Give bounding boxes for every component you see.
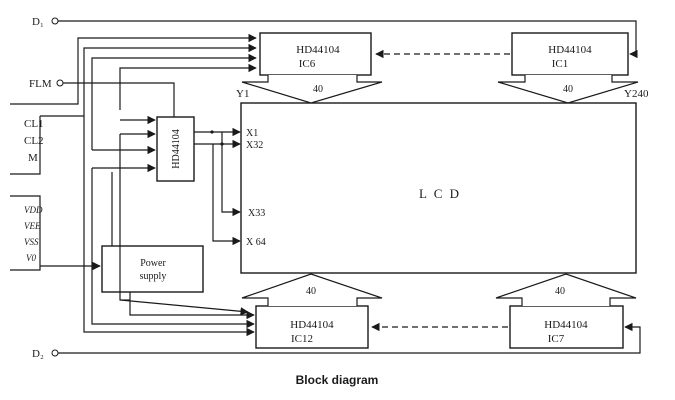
- power-supply-line1: Power: [140, 258, 166, 269]
- row-label-x33: X33: [248, 208, 265, 219]
- chip-ic6-ref: IC6: [299, 58, 316, 70]
- bus-bottom-left-label: 40: [306, 286, 316, 297]
- chip-ic12-part: HD44104: [290, 319, 334, 331]
- wiring: [10, 20, 641, 354]
- bus-bottom-right: 40: [495, 273, 637, 306]
- row-label-x32: X32: [246, 140, 263, 151]
- bus-bottom-left: 40: [241, 273, 383, 306]
- chip-ic12: HD44104 IC12: [255, 305, 369, 349]
- chip-ic7-part: HD44104: [544, 319, 588, 331]
- chip-ic7-ref: IC7: [548, 333, 565, 345]
- signal-cl2: CL2: [24, 135, 44, 147]
- chip-ic1-ref: IC1: [552, 58, 569, 70]
- lcd-corner-y240: Y240: [624, 88, 649, 100]
- bus-top-left-label: 40: [313, 84, 323, 95]
- bus-top-right: 40: [497, 75, 639, 104]
- chip-ic7: HD44104 IC7: [509, 305, 624, 349]
- signal-v0: V0: [26, 253, 36, 263]
- row-outputs: X1 X32 X33 X 64: [194, 127, 266, 248]
- power-supply-line2: supply: [140, 271, 167, 282]
- power-supply-block: Power supply: [101, 245, 204, 293]
- chip-ic6: HD44104 IC6: [259, 32, 372, 76]
- chip-ic6-part: HD44104: [296, 44, 340, 56]
- row-label-x1: X1: [246, 128, 258, 139]
- chip-row-driver-part: HD44104: [171, 129, 182, 168]
- lcd-label: L C D: [419, 186, 461, 201]
- lcd-corner-y1: Y1: [236, 88, 249, 100]
- bus-bottom-right-label: 40: [555, 286, 565, 297]
- bus-top-left: 40: [241, 75, 383, 104]
- lcd-panel: [240, 102, 637, 274]
- signal-m: M: [28, 152, 38, 164]
- signal-vee: VEE: [24, 221, 41, 231]
- signal-d2: D₂: [32, 348, 44, 360]
- bus-top-right-label: 40: [563, 84, 573, 95]
- signal-vdd: VDD: [24, 205, 43, 215]
- chip-ic12-ref: IC12: [291, 333, 313, 345]
- signal-cl1: CL1: [24, 118, 44, 130]
- input-labels: D₁ FLM CL1 CL2 M VDD VEE VSS V0 D₂: [24, 16, 64, 360]
- signal-d1: D₁: [32, 16, 44, 28]
- signal-flm: FLM: [29, 78, 52, 90]
- chip-ic1-part: HD44104: [548, 44, 592, 56]
- diagram-caption: Block diagram: [296, 373, 379, 387]
- row-label-x64: X 64: [246, 237, 266, 248]
- signal-vss: VSS: [24, 237, 39, 247]
- chip-ic1: HD44104 IC1: [511, 32, 629, 76]
- chip-row-driver: HD44104: [156, 116, 195, 182]
